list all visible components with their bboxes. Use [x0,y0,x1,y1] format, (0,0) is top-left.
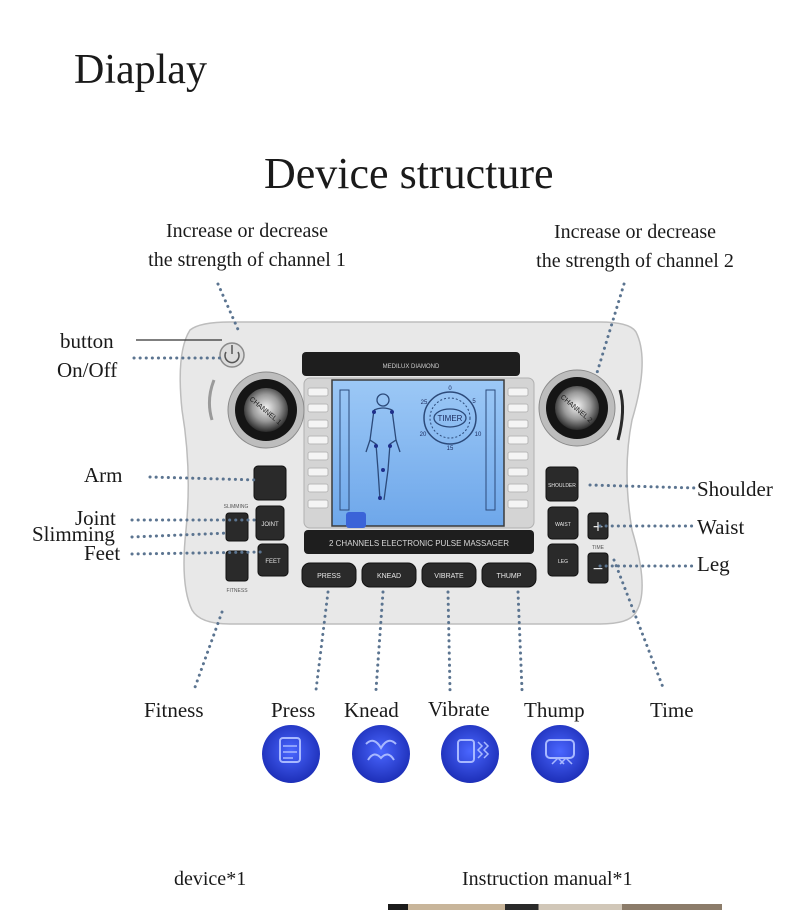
package-manual: Instruction manual*1 [462,868,633,890]
channel2-annotation: Increase or decrease the strength of cha… [510,218,760,276]
label-joint: Joint [75,506,116,530]
label-waist: Waist [697,515,745,539]
knead-button[interactable] [361,562,417,588]
label-knead: Knead [344,698,399,722]
shoulder-button-label: SHOULDER [548,483,576,489]
press-button-label: PRESS [317,573,341,580]
timer-tick-5: 5 [472,399,476,405]
minus-icon: − [592,561,604,577]
label-press: Press [271,698,316,722]
label-slimming: Slimming [32,522,115,546]
channel2-line1: Increase or decrease [553,221,717,243]
press-icon [262,725,320,783]
thump-button[interactable] [481,562,537,588]
package-device: device*1 [174,868,247,890]
timer-tick-25: 25 [421,400,428,406]
arm-button[interactable] [253,465,287,501]
model-label: 2 CHANNELS ELECTRONIC PULSE MASSAGER [329,539,509,548]
label-shoulder: Shoulder [697,477,773,501]
brand-plate [302,352,520,376]
knead-icon [352,725,410,783]
channel2-line2: the strength of channel 2 [536,250,734,272]
slimming-small-label: SLIMMING [224,504,249,510]
model-plate [304,530,534,554]
lcd-mode-icon [346,512,366,528]
thump-button-label: THUMP [497,573,522,580]
press-button[interactable] [301,562,357,588]
brand-text: MEDILUX DIAMOND [383,364,440,370]
thump-icon [531,725,589,783]
timer-tick-0: 0 [448,386,452,392]
timer-tick-10: 10 [475,432,482,438]
leg-button-label: LEG [558,559,568,565]
page-heading: Diaplay [74,47,207,93]
knead-button-label: KNEAD [377,573,401,580]
time-small-label: TIME [592,545,605,551]
waist-button-label: WAIST [555,522,571,528]
timer-tick-20: 20 [420,432,427,438]
joint-button-label: JOINT [261,522,279,528]
fitness-button[interactable] [225,550,249,582]
timer-tick-15: 15 [447,446,454,452]
label-fitness: Fitness [144,698,204,722]
vibrate-button[interactable] [421,562,477,588]
lcd-screen [331,379,505,527]
channel1-annotation: Increase or decrease the strength of cha… [124,217,370,275]
manual-photo-edge [388,904,722,910]
plus-icon: + [592,519,604,535]
label-thump: Thump [524,698,585,722]
vibrate-button-label: VIBRATE [434,573,464,580]
label-feet: Feet [84,541,121,565]
knob-channel-2[interactable]: CHANNEL 2 [538,369,616,447]
section-title: Device structure [264,149,554,198]
label-on-off: On/Off [57,358,118,382]
fitness-small-label: FITNESS [226,588,248,594]
time-minus-button[interactable] [587,552,609,584]
channel1-line2: the strength of channel 1 [148,249,346,271]
feet-button-label: FEET [265,559,281,565]
pointer-lines [130,282,698,692]
power-button[interactable] [219,342,245,368]
timer-dial: TIMER 0 5 10 15 20 25 [420,386,482,452]
leg-button[interactable] [547,543,579,577]
label-button: button [60,329,114,353]
joint-button[interactable] [255,505,285,541]
slimming-button[interactable] [225,512,249,542]
label-vibrate: Vibrate [428,697,490,721]
knob-channel-1[interactable]: CHANNEL 1 [227,371,305,449]
feet-button[interactable] [257,543,289,577]
timer-label: TIMER [438,414,463,423]
label-leg: Leg [697,552,730,576]
time-plus-button[interactable] [587,512,609,540]
channel1-line1: Increase or decrease [165,220,329,242]
vibrate-icon [441,725,499,783]
power-icon [224,351,240,364]
shoulder-button[interactable] [545,466,579,502]
label-time: Time [650,698,694,722]
waist-button[interactable] [547,506,579,540]
label-arm: Arm [84,463,123,487]
